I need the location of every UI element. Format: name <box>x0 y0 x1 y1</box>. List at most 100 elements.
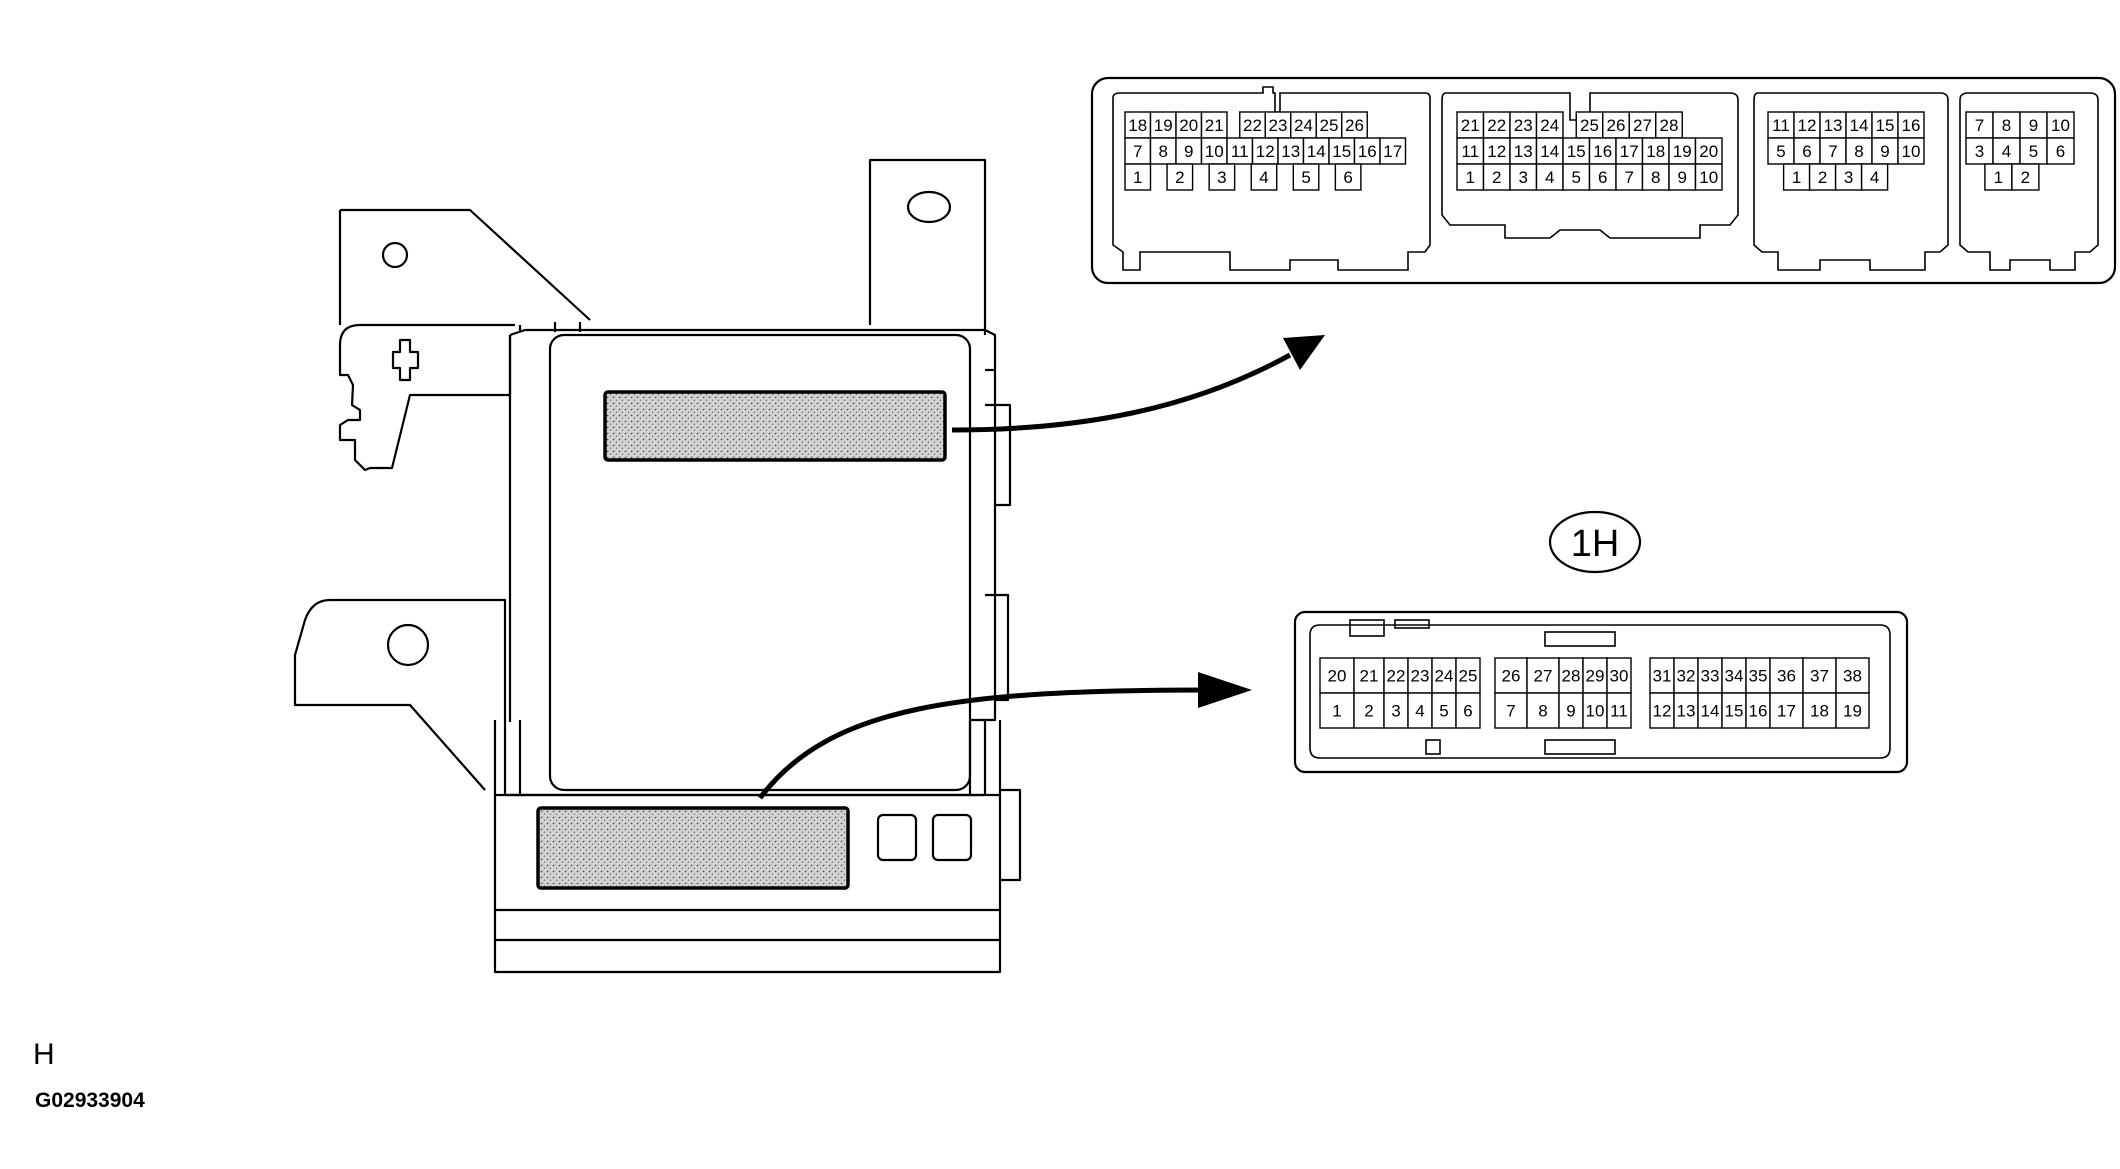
pin-number: 4 <box>1870 168 1879 187</box>
pin-number: 15 <box>1725 702 1744 721</box>
corner-letter: H <box>33 1038 55 1071</box>
pin-cell <box>1558 657 1584 694</box>
pin-number: 14 <box>1701 702 1720 721</box>
pin-number: 23 <box>1411 667 1430 686</box>
pin-number: 17 <box>1620 142 1639 161</box>
pin-number: 26 <box>1607 116 1626 135</box>
pin-number: 11 <box>1231 142 1249 161</box>
pin-number: 19 <box>1843 702 1862 721</box>
pin-cell <box>2046 137 2075 165</box>
pin-number: 36 <box>1777 667 1796 686</box>
pin-number: 24 <box>1540 116 1559 135</box>
pin-number: 5 <box>1439 702 1448 721</box>
pin-number: 8 <box>1159 142 1168 161</box>
pin-number: 6 <box>1463 702 1472 721</box>
pin-cell <box>1175 137 1203 165</box>
pin-cell <box>1494 657 1528 694</box>
pin-number: 4 <box>1545 168 1554 187</box>
pin-cell <box>1897 137 1925 165</box>
pin-cell <box>2046 111 2075 139</box>
pin-number: 1 <box>1792 168 1801 187</box>
pin-cell <box>1124 163 1152 191</box>
pin-cell <box>1124 111 1152 139</box>
pin-cell <box>1166 163 1194 191</box>
ecu-bracket-illustration <box>293 158 1022 974</box>
pin-number: 19 <box>1154 116 1173 135</box>
pin-number: 2 <box>2021 168 2030 187</box>
pin-number: 4 <box>1259 168 1268 187</box>
pin-number: 21 <box>1205 116 1224 135</box>
pin-cell <box>1835 657 1870 694</box>
pin-number: 35 <box>1749 667 1768 686</box>
pin-cell <box>1769 657 1804 694</box>
pin-number: 2 <box>1492 168 1501 187</box>
pin-cell <box>1251 137 1279 165</box>
pin-number: 3 <box>1519 168 1528 187</box>
pin-number: 30 <box>1610 667 1629 686</box>
pin-cell <box>1526 657 1560 694</box>
pin-number: 4 <box>2002 142 2011 161</box>
pin-cell <box>1239 111 1266 139</box>
pin-number: 16 <box>1358 142 1377 161</box>
connector-1h-label: 1H <box>1548 510 1642 574</box>
pin-cell <box>1655 111 1683 139</box>
pin-number: 6 <box>1343 168 1352 187</box>
pin-number: 37 <box>1810 667 1829 686</box>
pin-number: 9 <box>1678 168 1687 187</box>
pin-number: 22 <box>1387 667 1406 686</box>
pin-number: 24 <box>1435 667 1454 686</box>
pin-cell <box>1582 692 1608 729</box>
pin-cell <box>1226 137 1254 165</box>
pin-number: 12 <box>1798 116 1817 135</box>
pin-cell <box>1353 657 1385 694</box>
pin-cell <box>1200 111 1228 139</box>
pin-cell <box>1379 137 1407 165</box>
pin-number: 13 <box>1677 702 1696 721</box>
pin-number: 15 <box>1332 142 1351 161</box>
pin-cell <box>1871 111 1899 139</box>
pin-cell <box>1482 111 1511 139</box>
pin-number: 24 <box>1294 116 1313 135</box>
pin-number: 8 <box>1854 142 1863 161</box>
pin-cell <box>1793 137 1821 165</box>
pin-number: 34 <box>1725 667 1744 686</box>
pin-cell <box>1319 692 1355 729</box>
pin-number: 38 <box>1843 667 1862 686</box>
pin-number: 14 <box>1307 142 1326 161</box>
pin-number: 8 <box>1651 168 1660 187</box>
pin-number: 6 <box>2056 142 2065 161</box>
pin-number: 9 <box>1184 142 1193 161</box>
pin-number: 27 <box>1633 116 1652 135</box>
pin-cell <box>1845 111 1873 139</box>
pin-number: 10 <box>1205 142 1224 161</box>
pin-cell <box>1606 692 1632 729</box>
pin-number: 14 <box>1850 116 1869 135</box>
pin-cell <box>1697 657 1723 694</box>
pin-cell <box>2011 163 2040 191</box>
pin-number: 13 <box>1281 142 1300 161</box>
pin-number: 18 <box>1810 702 1829 721</box>
pin-cell <box>1641 137 1670 165</box>
pin-cell <box>1694 137 1723 165</box>
pin-cell <box>1455 692 1481 729</box>
pin-number: 11 <box>1610 702 1628 721</box>
pin-number: 26 <box>1345 116 1364 135</box>
pin-cell <box>1819 111 1847 139</box>
pin-number: 22 <box>1487 116 1506 135</box>
pin-cell <box>1668 163 1697 191</box>
pin-number: 16 <box>1593 142 1612 161</box>
pin-cell <box>1250 163 1278 191</box>
pin-cell <box>1767 111 1795 139</box>
pin-number: 1 <box>1332 702 1341 721</box>
pin-cell <box>1834 163 1863 191</box>
pin-number: 17 <box>1777 702 1796 721</box>
pin-cell <box>1334 163 1362 191</box>
pin-number: 17 <box>1383 142 1402 161</box>
pin-number: 28 <box>1660 116 1679 135</box>
pin-number: 28 <box>1562 667 1581 686</box>
pin-cell <box>1431 692 1457 729</box>
pin-number: 18 <box>1128 116 1147 135</box>
